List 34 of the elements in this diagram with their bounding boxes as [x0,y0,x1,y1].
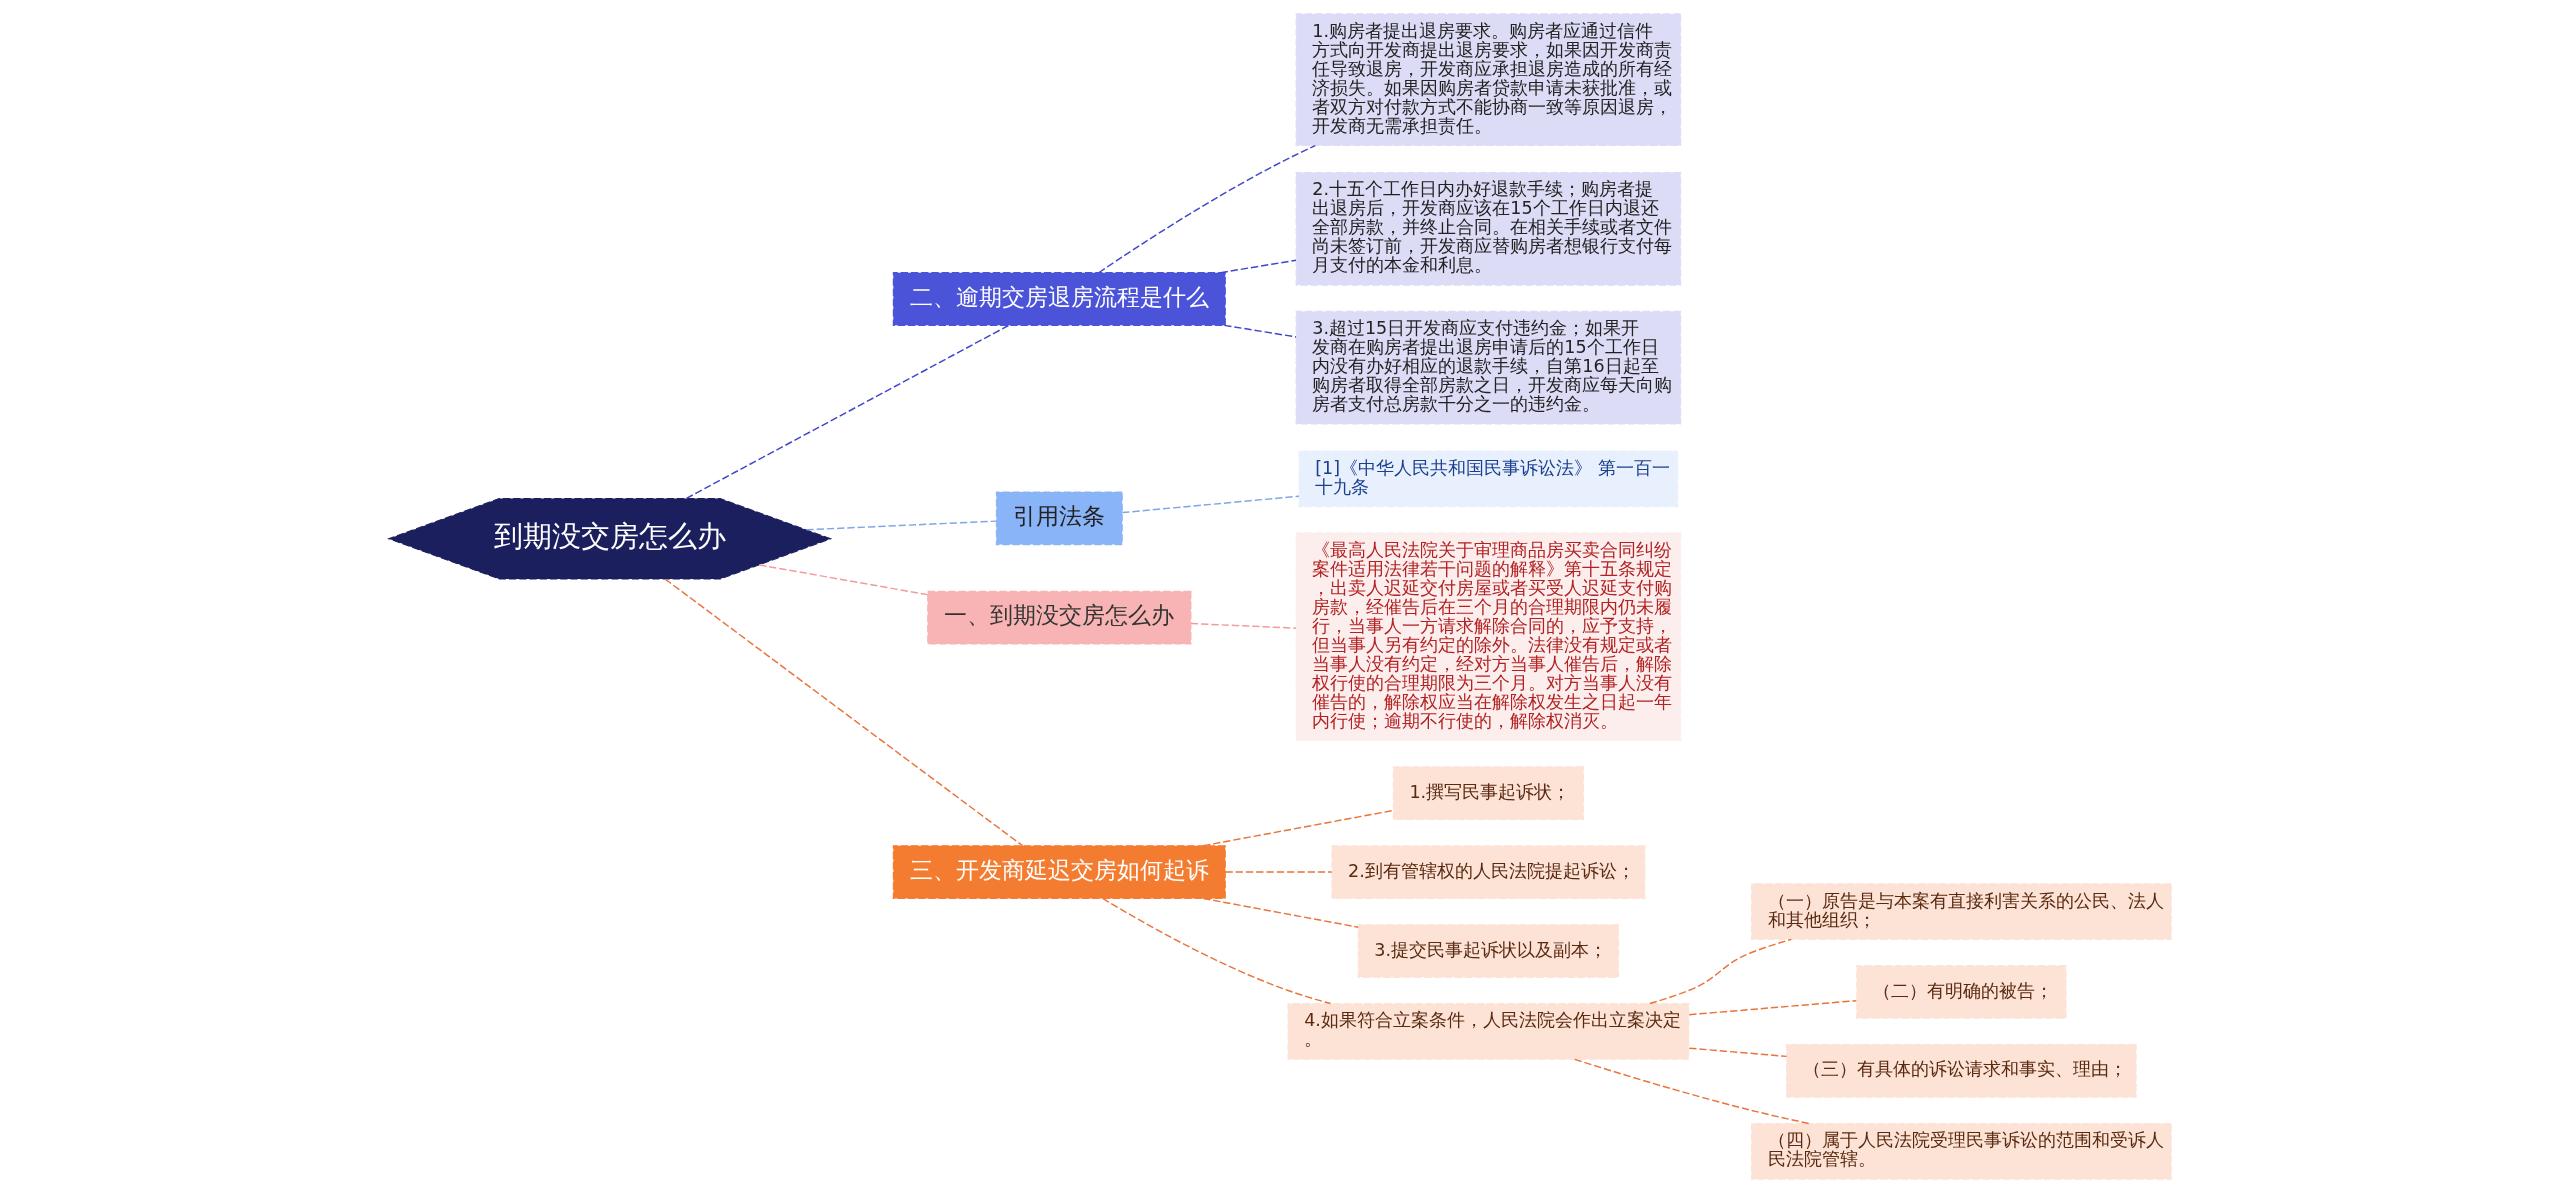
connector [1688,999,1858,1016]
node-box: 4.如果符合立案条件，人民法院会作出立案决定。 [1287,1003,1690,1060]
node-box: （二）有明确的被告； [1856,965,2067,1019]
node-box: 引用法条 [995,491,1123,546]
node-box: （一）原告是与本案有直接利害关系的公民、法人和其他组织； [1750,883,2172,940]
connector [1223,324,1297,338]
connector [685,324,1010,500]
node-box: 二、逾期交房退房流程是什么 [892,272,1226,326]
connector [1121,495,1300,514]
node-box: [1]《中华人民共和国民事诉讼法》 第一百一十九条 [1298,450,1679,508]
connector [1688,1047,1788,1058]
node-box: （三）有具体的诉讼请求和事实、理由； [1786,1044,2137,1098]
connector [1202,897,1359,928]
connector [1202,809,1394,847]
node-box: 2.十五个工作日内办好退款手续；购房者提出退房后，开发商应该在15个工作日内退还全部房款，并终止合同。在相关手续或者文件尚未签订前，开发商应替购房者想银行支付每月支付的本金和利息。 [1295,171,1682,286]
node-box: 一、到期没交房怎么办 [927,590,1192,645]
node-box: 《最高人民法院关于审理商品房买卖合同纠纷案件适用法律若干问题的解释》第十五条规定，出卖人迟延交付房屋或者买受人迟延支付购房款，经催告后在三个月的合理期限内仍未履行，当事人一方请求解除合同的，应予支持，但当事人另有约定的除外。法律没有规定或者当事人没有约定，经对方当事人催告后，解除权行使的合理期限为三个月。对方当事人没有催告的，解除权应当在解除权发生之日起一年内行使；逾期不行使的，解除权消灭。 [1295,532,1682,742]
node-box: （四）属于人民法院受理民事诉讼的范围和受诉人民法院管辖。 [1750,1122,2172,1180]
node-box: 1.购房者提出退房要求。购房者应通过信件方式向开发商提出退房要求，如果因开发商责任导致退房，开发商应承担退房造成的所有经济损失。如果因购房者贷款申请未获批准，或者双方对付款方式不能协商一致等原因退房，开发商无需承担责任。 [1295,13,1682,147]
connector [1219,259,1297,274]
connector [1190,622,1297,629]
connector [805,520,997,531]
connector [1224,871,1333,873]
node-box: 1.撰写民事起诉状； [1392,766,1584,821]
node-box: 3.超过15日开发商应支付违约金；如果开发商在购房者提出退房申请后的15个工作日内没有办好相应的退款手续，自第16日起至购房者取得全部房款之日，开发商应每天向购房者支付总房款千分之一的违约金。 [1295,310,1682,425]
node-box: 3.提交民事起诉状以及副本； [1357,924,1620,978]
connector [1102,897,1332,1005]
node-box: 2.到有管辖权的人民法院提起诉讼； [1331,845,1646,899]
connector [1098,144,1316,274]
connector [664,578,1024,847]
connector [1574,1058,1810,1125]
node-box: 三、开发商延迟交房如何起诉 [892,845,1226,899]
connector [758,564,929,596]
connector [1649,938,1793,1005]
